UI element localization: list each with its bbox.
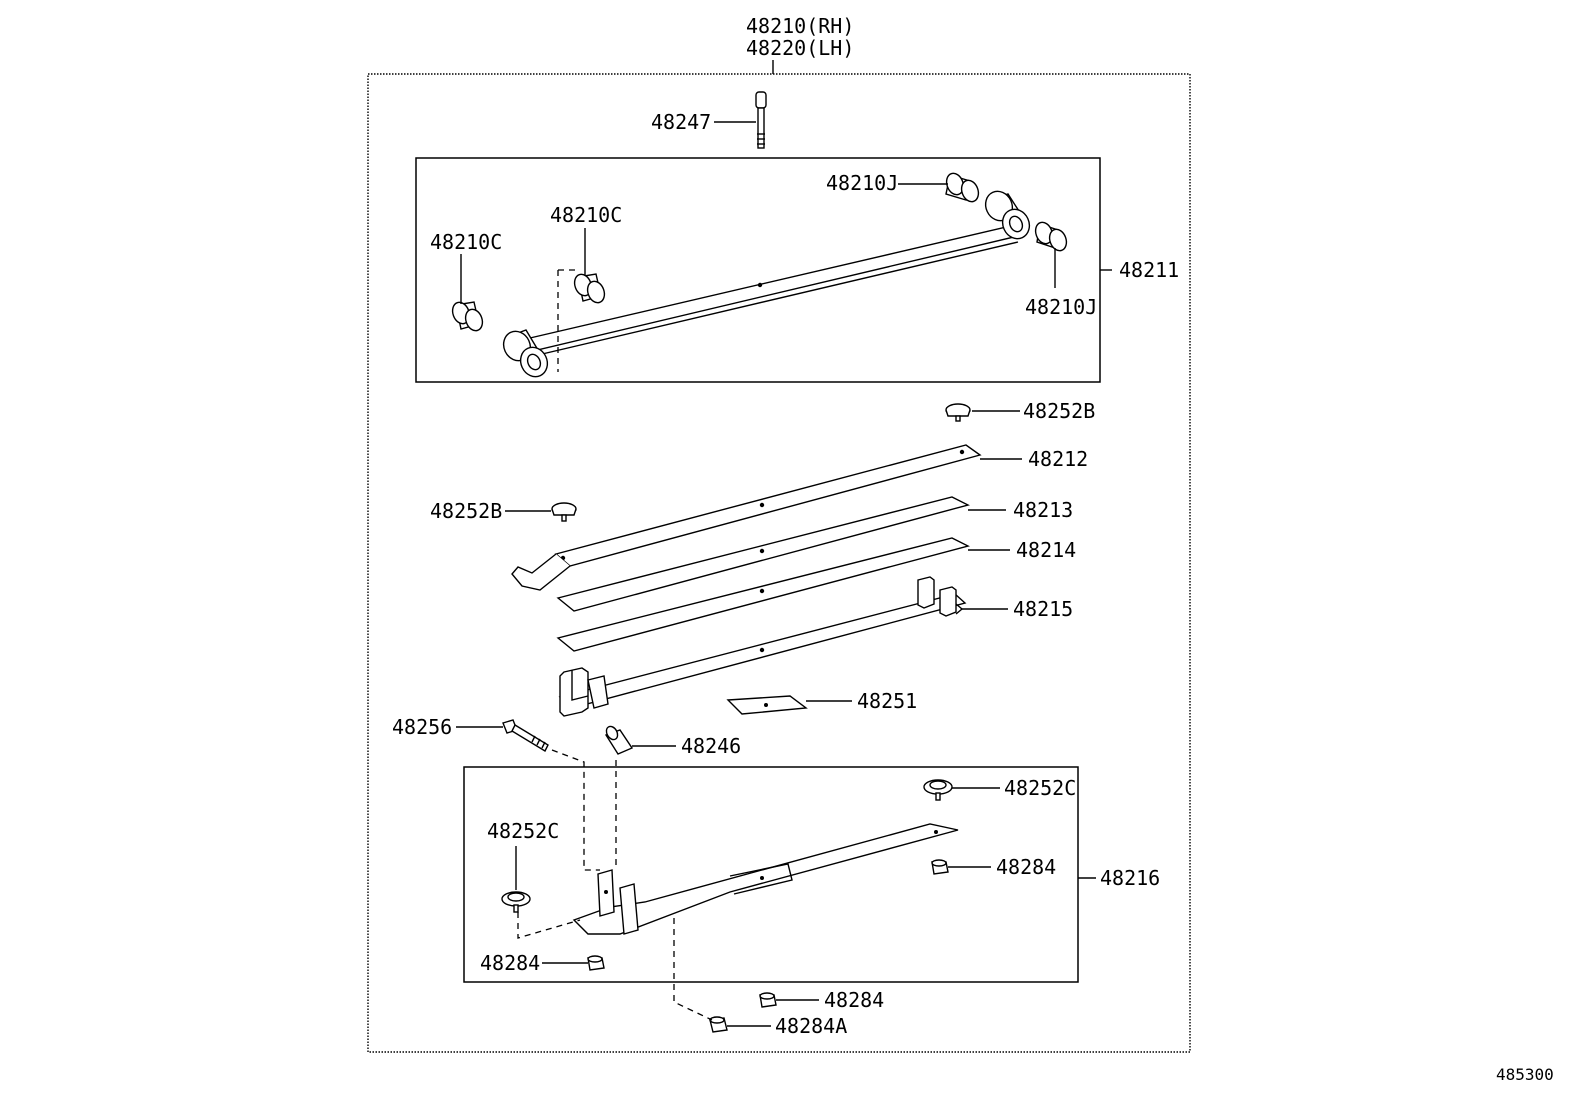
nut-48284-right [931, 859, 949, 875]
dashed-guide-48284a [673, 918, 713, 1021]
callout-48252c-left[interactable]: 48252C [487, 819, 559, 843]
clip-bolt [502, 719, 549, 752]
bushing-48210c-mid [573, 273, 606, 304]
clip-pin [604, 725, 634, 755]
nut-48284-left [587, 955, 605, 971]
spring-leaf-no4 [556, 537, 970, 652]
clip-48252c-right [923, 779, 953, 801]
callout-48252b-top[interactable]: 48252B [1023, 399, 1095, 423]
callout-48212[interactable]: 48212 [1028, 447, 1088, 471]
callout-48214[interactable]: 48214 [1016, 538, 1076, 562]
spring-leaf-no3 [556, 496, 970, 612]
clip-48252c-left [501, 891, 531, 913]
callout-48284-right[interactable]: 48284 [996, 855, 1056, 879]
callout-48213[interactable]: 48213 [1013, 498, 1073, 522]
bushing-48210j-top [945, 172, 980, 203]
callout-48210j-top[interactable]: 48210J [826, 171, 898, 195]
center-bolt [755, 91, 767, 149]
clip-cap-48252b-left [551, 502, 577, 522]
left-spring-eye [502, 329, 549, 378]
bushing-48210j-right [1034, 221, 1068, 252]
callout-48210c-mid[interactable]: 48210C [550, 203, 622, 227]
nut-48284-bottom [759, 992, 777, 1008]
callout-48216[interactable]: 48216 [1100, 866, 1160, 890]
spring-leaf-no1 [502, 190, 1031, 378]
figure-id: 485300 [1496, 1065, 1554, 1084]
insulator-plate [726, 695, 808, 715]
dashed-guide-48256 [551, 749, 600, 871]
spring-leaf-48216 [572, 823, 959, 935]
callout-48284-left[interactable]: 48284 [480, 951, 540, 975]
callout-48247[interactable]: 48247 [651, 110, 711, 134]
dashed-guide-48252c-left [517, 912, 581, 939]
bushing-48210c-left [451, 301, 484, 332]
callout-48246[interactable]: 48246 [681, 734, 741, 758]
clip-cap-48252b-top [945, 403, 971, 422]
assembly-rh-label[interactable]: 48210(RH) [746, 14, 854, 38]
spring-leaf-no2 [511, 444, 982, 591]
callout-48215[interactable]: 48215 [1013, 597, 1073, 621]
spring-leaf-no5 [558, 576, 967, 717]
right-spring-eye [984, 190, 1031, 240]
assembly-lh-label[interactable]: 48220(LH) [746, 36, 854, 60]
callout-48284-bottom[interactable]: 48284 [824, 988, 884, 1012]
callout-48211[interactable]: 48211 [1119, 258, 1179, 282]
nut-48284a [709, 1016, 728, 1033]
callout-48210c-left[interactable]: 48210C [430, 230, 502, 254]
callout-48252c-right[interactable]: 48252C [1004, 776, 1076, 800]
callout-48210j-right[interactable]: 48210J [1025, 295, 1097, 319]
callout-48252b-left[interactable]: 48252B [430, 499, 502, 523]
callout-48256[interactable]: 48256 [392, 715, 452, 739]
assembly-frame [367, 73, 1191, 1053]
callout-48251[interactable]: 48251 [857, 689, 917, 713]
callout-48284a[interactable]: 48284A [775, 1014, 847, 1038]
spring-no5-frame [463, 766, 1079, 983]
